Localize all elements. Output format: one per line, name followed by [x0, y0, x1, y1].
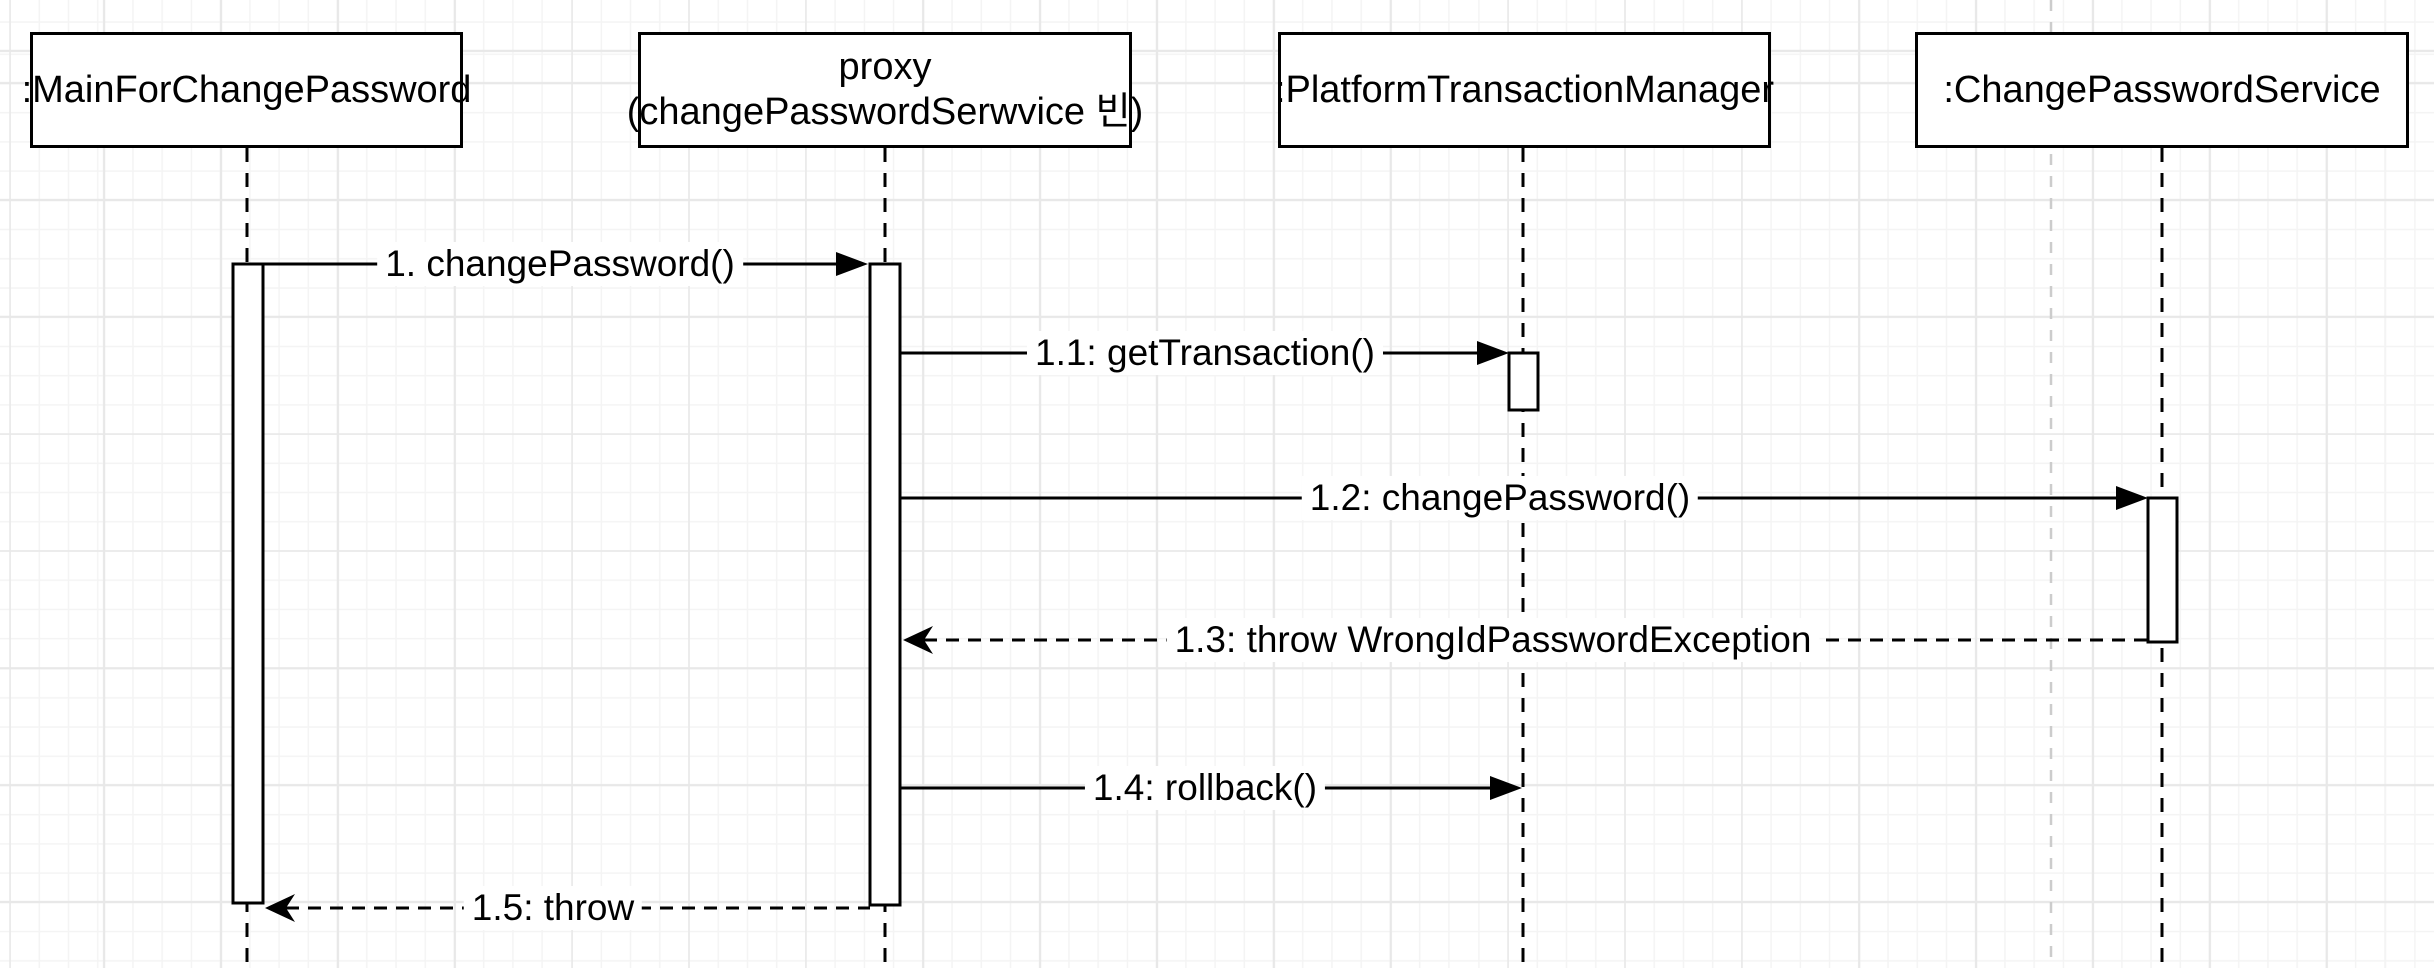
lifeline-label: :PlatformTransactionManager — [1274, 68, 1775, 111]
activation-bar-main[interactable] — [231, 262, 265, 905]
arrowhead-dart-icon — [265, 894, 295, 922]
message-label-1[interactable]: 1. changePassword() — [377, 242, 743, 286]
activation-bar-changepasswordservice[interactable] — [2146, 496, 2179, 644]
message-label-1-2[interactable]: 1.2: changePassword() — [1301, 476, 1699, 520]
lifeline-head-main[interactable]: :MainForChangePassword — [22, 32, 471, 148]
lifeline-label: :ChangePasswordService — [1943, 68, 2381, 111]
message-label-1-1[interactable]: 1.1: getTransaction() — [1026, 331, 1384, 375]
arrowhead-filled-icon — [1490, 776, 1522, 800]
activation-bar-proxy[interactable] — [868, 262, 902, 907]
arrowhead-filled-icon — [2116, 486, 2148, 510]
lifeline-head-proxy[interactable]: proxy (changePasswordSerwvice 빈) — [627, 32, 1143, 148]
message-label-1-5[interactable]: 1.5: throw — [463, 886, 643, 930]
arrowhead-filled-icon — [1477, 341, 1509, 365]
message-label-1-4[interactable]: 1.4: rollback() — [1084, 766, 1326, 810]
arrowhead-dart-icon — [903, 626, 933, 654]
lifeline-label: :MainForChangePassword — [21, 68, 472, 111]
message-label-1-3[interactable]: 1.3: throw WrongIdPasswordException — [1166, 618, 1820, 662]
arrowhead-filled-icon — [836, 252, 868, 276]
lifeline-label-line2: (changePasswordSerwvice 빈) — [626, 91, 1144, 133]
activation-bar-platformtransactionmanager[interactable] — [1507, 351, 1540, 412]
lifeline-label-line1: proxy — [838, 46, 932, 89]
lifeline-head-changepasswordservice[interactable]: :ChangePasswordService — [1915, 32, 2409, 148]
lifeline-head-platformtransactionmanager[interactable]: :PlatformTransactionManager — [1274, 32, 1775, 148]
